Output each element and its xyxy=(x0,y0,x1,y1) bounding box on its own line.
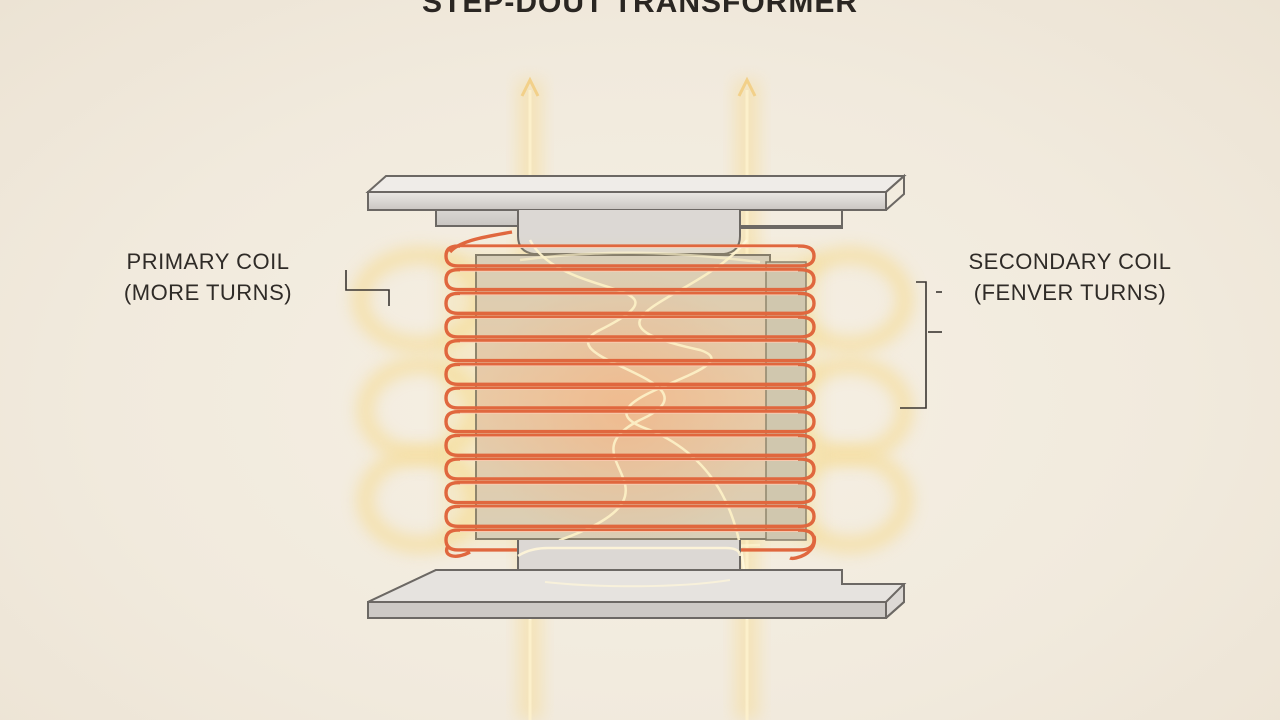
coil-turn xyxy=(444,457,816,481)
coil-turn xyxy=(444,410,816,434)
coil-glow xyxy=(440,250,820,546)
secondary-coil-label: SECONDARY COIL (FENVER TURNS) xyxy=(950,246,1190,308)
primary-leader-line xyxy=(345,270,390,306)
primary-coil xyxy=(440,230,820,561)
coil-turn xyxy=(444,362,816,386)
flux-arrow-right xyxy=(737,76,757,97)
coil-lead-wire-top xyxy=(448,230,513,254)
core-bottom-plate xyxy=(367,540,907,619)
coil-turn xyxy=(444,386,816,410)
coil-turn xyxy=(444,433,816,457)
primary-coil-label: PRIMARY COIL (MORE TURNS) xyxy=(110,246,306,308)
secondary-coil-label-line2: (FENVER TURNS) xyxy=(973,280,1167,305)
core-top-plate xyxy=(365,173,907,255)
coil-turn xyxy=(444,244,816,268)
coil-turn xyxy=(444,268,816,292)
primary-coil-label-line1: PRIMARY COIL xyxy=(126,249,290,274)
coil-turn xyxy=(444,291,816,315)
coil-lead-wire-bottom xyxy=(444,545,471,558)
coil-turn xyxy=(444,504,816,528)
flux-arrow-left xyxy=(520,76,540,97)
secondary-bracket xyxy=(900,281,927,409)
coil-lead-wire-right xyxy=(789,535,816,561)
primary-coil-label-line2: (MORE TURNS) xyxy=(123,280,293,305)
diagram-title: STEP-DOUT TRANSFORMER xyxy=(422,0,858,19)
coil-turn xyxy=(444,315,816,339)
secondary-coil-label-line1: SECONDARY COIL xyxy=(968,249,1172,274)
coil-turn xyxy=(444,339,816,363)
coil-turn xyxy=(444,528,816,552)
coil-turn xyxy=(444,481,816,505)
